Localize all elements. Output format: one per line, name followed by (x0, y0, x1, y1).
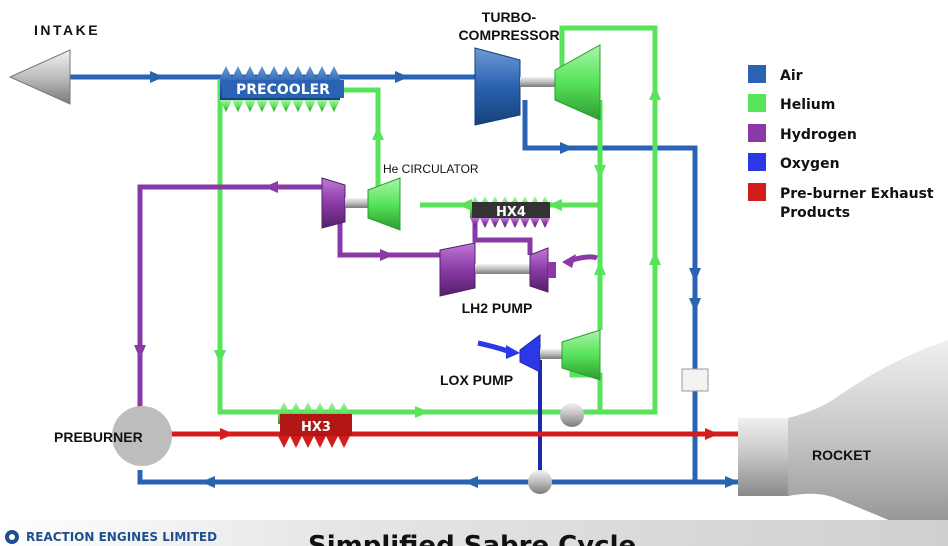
hx3-exchanger (278, 402, 352, 448)
company-logo-icon (5, 530, 19, 544)
air-valve (681, 368, 709, 392)
company-name: REACTION ENGINES LIMITED (26, 530, 217, 544)
legend-label-helium: Helium (780, 97, 835, 113)
legend-label-hydrogen: Hydrogen (780, 127, 857, 143)
oxygen-pipe (477, 340, 542, 482)
lh2-pump-label: LH2 PUMP (462, 300, 533, 316)
he-circulator-label: He CIRCULATOR (383, 162, 479, 176)
he-junction-node (560, 403, 584, 427)
legend-swatch-air (748, 65, 766, 83)
diagram-title: Simplified Sabre Cycle (308, 531, 636, 546)
legend-label-oxygen: Oxygen (780, 156, 840, 172)
intake-cone (8, 49, 71, 105)
hydrogen-arrows (134, 181, 576, 359)
legend-swatch-helium (748, 94, 766, 112)
helium-arrows (214, 86, 661, 418)
preburner-label: PREBURNER (54, 429, 143, 445)
hx3-label: HX3 (301, 420, 331, 435)
legend-swatch-exhaust (748, 183, 766, 201)
rocket-label: ROCKET (812, 447, 872, 463)
air-arrows (150, 71, 739, 488)
legend-swatch-oxygen (748, 153, 766, 171)
legend-label-air: Air (780, 68, 803, 84)
lox-pump (519, 329, 601, 381)
precooler (220, 66, 344, 112)
he-circulator (321, 177, 401, 231)
turbo-compressor (474, 44, 601, 126)
intake-label: INTAKE (34, 22, 100, 38)
lh2-pump (439, 242, 556, 297)
legend: Air Helium Hydrogen Oxygen Pre-burner Ex… (748, 65, 934, 221)
legend-label-exhaust-line2: Products (780, 205, 850, 221)
air-pipes (70, 74, 740, 485)
exhaust-pipe (170, 428, 740, 440)
turbo-compressor-label-line2: COMPRESSOR (458, 27, 559, 43)
turbo-compressor-label-line1: TURBO- (482, 9, 537, 25)
preburner (112, 406, 172, 466)
footer-band (0, 520, 948, 546)
lox-pump-label: LOX PUMP (440, 372, 513, 388)
rocket-nozzle (738, 340, 948, 546)
hx4-exchanger (470, 196, 550, 228)
air-junction-node (528, 470, 552, 494)
hx4-label: HX4 (496, 205, 526, 220)
legend-swatch-hydrogen (748, 124, 766, 142)
legend-label-exhaust: Pre-burner Exhaust (780, 186, 934, 202)
precooler-label: PRECOOLER (236, 82, 330, 98)
